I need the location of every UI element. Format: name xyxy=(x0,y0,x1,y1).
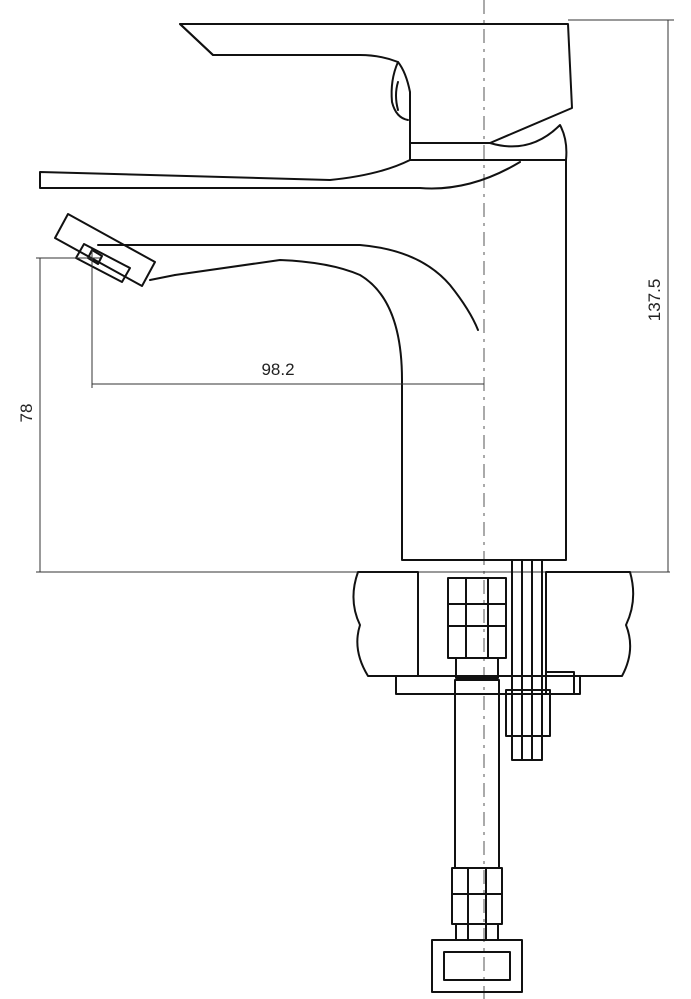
dimension-total-height: 137.5 xyxy=(568,19,674,572)
total-height-label: 137.5 xyxy=(645,279,664,322)
mounting-stud xyxy=(395,559,581,761)
countertop-section xyxy=(352,571,635,677)
braided-hose xyxy=(454,679,500,869)
dimension-spout-height: 78 xyxy=(17,257,100,572)
spout-height-label: 78 xyxy=(17,404,36,423)
faucet-body xyxy=(39,159,567,561)
hose-coupling-nut xyxy=(431,867,523,993)
dimension-spout-reach: 98.2 xyxy=(91,250,484,388)
spout-reach-label: 98.2 xyxy=(261,360,294,379)
aerator xyxy=(54,213,156,287)
hose-fitting-top xyxy=(447,577,507,679)
handle-lever xyxy=(179,23,573,161)
